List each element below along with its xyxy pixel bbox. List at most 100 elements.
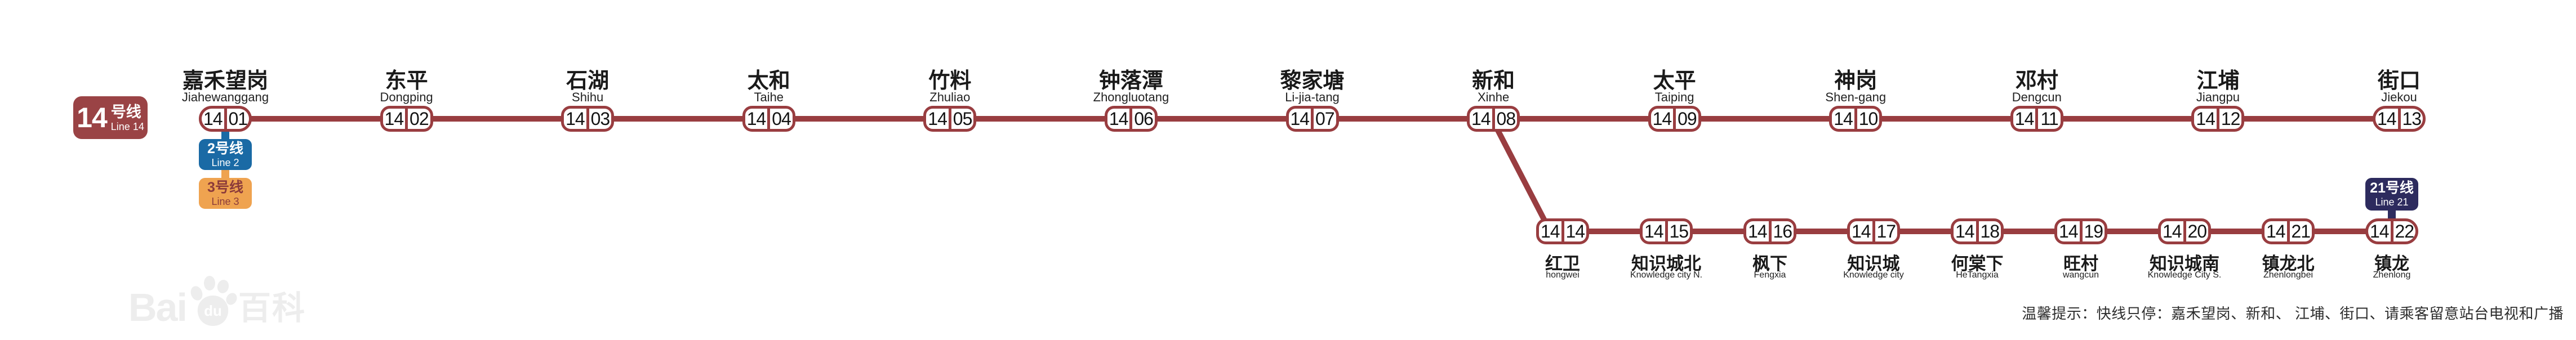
station-name-cn: 红卫 [1545, 254, 1580, 274]
station-code-capsule: 14 14 [1536, 218, 1589, 244]
station-shen-gang: 神岗 Shen-gang 14 10 [1782, 0, 1929, 340]
station-code-number: 19 [2084, 221, 2103, 241]
station-code-capsule: 14 11 [2010, 106, 2063, 132]
station-code-line: 14 [1540, 221, 1560, 241]
station-name-cn: 太平 [1653, 69, 1696, 93]
station-code-number: 16 [1773, 221, 1792, 241]
station-code-capsule: 14 13 [2373, 106, 2426, 132]
capsule-divider [767, 109, 771, 129]
station-name-en: wangcun [2062, 270, 2099, 280]
station-code-number: 18 [1980, 221, 2000, 241]
station-dengcun: 邓村 Dengcun 14 11 [1964, 0, 2110, 340]
station-code-line: 14 [2266, 221, 2286, 241]
station-jiekou: 街口 Jiekou 14 13 [2326, 0, 2472, 340]
transfer-badge-name-cn: 2号线 [207, 140, 243, 156]
station-name-en: Zhuliao [929, 90, 971, 104]
station-code-line: 14 [1109, 108, 1129, 129]
station-code-number: 22 [2395, 221, 2414, 241]
transfer-badge-name-en: Line 3 [211, 195, 239, 207]
station-name-en: Jiekou [2381, 90, 2417, 104]
station-code-number: 12 [2221, 108, 2241, 129]
watermark-baike-text: 百科 [238, 290, 306, 327]
station-jiangpu: 江埔 Jiangpu 14 12 [2145, 0, 2291, 340]
capsule-divider [1129, 109, 1133, 129]
baidu-paw-icon: du [190, 276, 237, 326]
station-name-en: Taiping [1654, 90, 1694, 104]
station-code-line: 14 [1290, 108, 1310, 129]
notice-text: 温馨提示：快线只停：嘉禾望岗、新和、 江埔、街口、请乘客留意站台电视和广播 [2022, 305, 2564, 322]
station-name-en: Zhenlongbei [2263, 270, 2313, 280]
capsule-divider [1872, 221, 1875, 241]
station-name-en: Xinhe [1477, 90, 1510, 104]
station-code-line: 14 [2377, 108, 2397, 129]
capsule-divider [405, 109, 408, 129]
station-code-capsule: 14 16 [1743, 218, 1796, 244]
transfer-badge-name-en: Line 2 [211, 156, 239, 168]
line14-badge-number: 14 [77, 102, 108, 133]
station-code-number: 09 [1678, 108, 1697, 129]
station-code-capsule: 14 08 [1467, 106, 1520, 132]
baidu-baike-watermark: Bai du 百科 [128, 272, 306, 326]
station-name-en: Shihu [572, 90, 604, 104]
capsule-divider [1665, 221, 1668, 241]
capsule-divider [2183, 221, 2186, 241]
line14-badge: 14 号线 Line 14 [73, 96, 148, 139]
station-name-en: Knowledge city [1843, 270, 1904, 280]
capsule-divider [1492, 109, 1495, 129]
capsule-divider [1976, 221, 1979, 241]
station-code-number: 17 [1876, 221, 1896, 241]
transfer-badge-name-cn: 3号线 [207, 179, 243, 195]
station-fengxia: 枫下 Fengxia 14 16 [1697, 0, 1843, 340]
capsule-divider [2079, 221, 2083, 241]
station-name-en: hongwei [1546, 270, 1580, 280]
station-code-capsule: 14 22 [2365, 218, 2418, 244]
station-name-en: Zhongluotang [1093, 90, 1169, 104]
station-code-number: 04 [772, 108, 791, 129]
station-code-number: 08 [1496, 108, 1516, 129]
station-code-capsule: 14 10 [1829, 106, 1883, 132]
station-knowledge-city-n: 知识城北 Knowledge city N. 14 15 [1593, 0, 1739, 340]
station-name-cn: 知识城 [1847, 254, 1900, 274]
station-code-number: 14 [1565, 221, 1585, 241]
station-code-line: 14 [1747, 221, 1768, 241]
capsule-divider [2397, 109, 2401, 129]
capsule-divider [586, 109, 589, 129]
capsule-divider [1673, 109, 1676, 129]
station-code-capsule: 14 12 [2191, 106, 2245, 132]
station-code-capsule: 14 03 [561, 106, 615, 132]
station-hetangxia: 何棠下 HeTangxia 14 18 [1904, 0, 2050, 340]
station-code-line: 14 [1644, 221, 1664, 241]
station-code-capsule: 14 20 [2158, 218, 2211, 244]
station-code-number: 10 [1858, 108, 1879, 129]
station-code-line: 14 [2162, 221, 2182, 241]
station-name-cn: 竹料 [928, 69, 972, 93]
station-name-cn: 何棠下 [1951, 254, 2004, 274]
station-name-en: Fengxia [1754, 270, 1786, 280]
station-wangcun: 旺村 wangcun 14 19 [2008, 0, 2154, 340]
station-name-cn: 枫下 [1752, 254, 1787, 274]
station-code-capsule: 14 04 [742, 106, 795, 132]
capsule-divider [2216, 109, 2219, 129]
station-zhuliao: 竹料 Zhuliao 14 05 [877, 0, 1023, 340]
station-code-line: 14 [746, 108, 767, 129]
transfer-connector-line-2 [221, 128, 229, 142]
station-code-capsule: 14 18 [1951, 218, 2004, 244]
station-code-line: 14 [2196, 108, 2215, 129]
station-name-cn: 新和 [1472, 69, 1515, 93]
station-code-number: 01 [228, 108, 248, 129]
capsule-divider [1311, 109, 1314, 129]
station-code-capsule: 14 06 [1104, 106, 1158, 132]
capsule-divider [2035, 109, 2039, 129]
station-name-en: Dongping [380, 90, 433, 104]
station-name-en: Knowledge City S. [2147, 270, 2222, 280]
station-code-capsule: 14 07 [1285, 106, 1339, 132]
station-shihu: 石湖 Shihu 14 03 [514, 0, 661, 340]
station-code-line: 14 [2014, 108, 2035, 129]
transfer-connector-line-3 [221, 167, 229, 181]
station-code-capsule: 14 15 [1640, 218, 1693, 244]
station-name-cn: 江埔 [2196, 69, 2240, 93]
